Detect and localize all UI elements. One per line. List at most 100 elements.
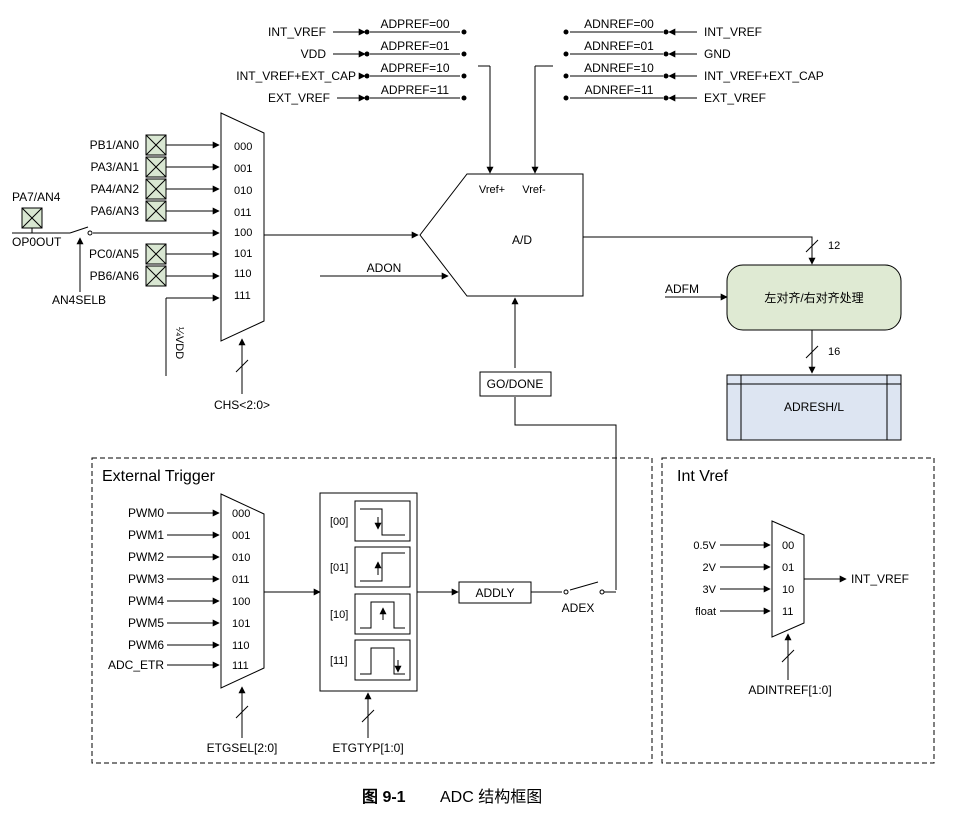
- int-vref-title: Int Vref: [677, 468, 729, 485]
- external-trigger-frame: [91, 457, 653, 764]
- adnref-dots: [563, 29, 669, 101]
- svg-text:010: 010: [232, 552, 250, 564]
- vref-minus-label: Vref-: [522, 184, 546, 196]
- svg-text:100: 100: [232, 596, 250, 608]
- go-done-box: [479, 371, 552, 397]
- svg-text:100: 100: [234, 227, 252, 239]
- trigger-mux-inputs: PWM0 PWM1 PWM2 PWM3 PWM4 PWM5 PWM6 ADC_E…: [108, 506, 164, 672]
- svg-text:10: 10: [782, 584, 794, 596]
- pa7-label: PA7/AN4: [12, 190, 61, 204]
- svg-text:[11]: [11]: [330, 655, 348, 667]
- adpref-code-label: ADPREF=10: [380, 61, 449, 75]
- adex-label: ADEX: [562, 601, 595, 615]
- svg-text:ADC_ETR: ADC_ETR: [108, 658, 164, 672]
- svg-text:[01]: [01]: [330, 562, 348, 574]
- result-register: ADRESH/L: [726, 374, 902, 441]
- channel-mux-inputs: [12, 141, 449, 394]
- adpref-input-label: VDD: [301, 47, 327, 61]
- pin-label: PC0/AN5: [89, 247, 139, 261]
- adpref-input-label: INT_VREF: [268, 25, 326, 39]
- svg-text:PWM6: PWM6: [128, 638, 164, 652]
- svg-text:2V: 2V: [703, 562, 717, 574]
- svg-text:000: 000: [234, 141, 252, 153]
- svg-text:PWM1: PWM1: [128, 528, 164, 542]
- adpref-selector: [333, 28, 494, 174]
- svg-text:111: 111: [234, 290, 251, 302]
- vref-plus-label: Vref+: [479, 184, 505, 196]
- svg-text:110: 110: [232, 640, 250, 652]
- adpref-input-label: EXT_VREF: [268, 91, 330, 105]
- svg-text:[00]: [00]: [330, 516, 348, 528]
- pin-pad-an2: [145, 178, 167, 200]
- svg-text:PWM5: PWM5: [128, 616, 164, 630]
- svg-text:110: 110: [234, 268, 252, 280]
- svg-text:0.5V: 0.5V: [693, 540, 716, 552]
- trigger-mux: [220, 493, 265, 689]
- svg-text:01: 01: [782, 562, 794, 574]
- op0out-label: OP0OUT: [12, 235, 62, 249]
- adnref-code-label: ADNREF=01: [584, 39, 654, 53]
- addly-box: [458, 581, 532, 604]
- svg-text:[10]: [10]: [330, 609, 348, 621]
- adnref-code-label: ADNREF=10: [584, 61, 654, 75]
- edge-type-codes: [00] [01] [10] [11]: [330, 516, 348, 667]
- an4selb-label: AN4SELB: [52, 293, 106, 307]
- pin-label: PB6/AN6: [90, 269, 140, 283]
- svg-text:11: 11: [782, 606, 793, 618]
- svg-text:011: 011: [234, 207, 252, 219]
- adfm-label: ADFM: [665, 282, 699, 296]
- pin-label: PA4/AN2: [91, 182, 140, 196]
- external-trigger-title: External Trigger: [102, 468, 216, 485]
- svg-text:001: 001: [232, 530, 250, 542]
- svg-text:3V: 3V: [703, 584, 717, 596]
- adnref-code-label: ADNREF=00: [584, 17, 654, 31]
- svg-text:00: 00: [782, 540, 794, 552]
- go-done-label: GO/DONE: [487, 377, 544, 391]
- adnref-input-label: INT_VREF+EXT_CAP: [704, 69, 824, 83]
- edge-type-selector: [319, 492, 418, 692]
- bus-width-12-label: 12: [828, 240, 840, 252]
- pin-pad-an6: [145, 265, 167, 287]
- svg-text:PWM3: PWM3: [128, 572, 164, 586]
- int-vref-output-label: INT_VREF: [851, 572, 909, 586]
- svg-text:PWM4: PWM4: [128, 594, 164, 608]
- pin-pad-an4: [21, 207, 43, 229]
- pin-label: PB1/AN0: [90, 138, 140, 152]
- etgtyp-label: ETGTYP[1:0]: [332, 741, 403, 755]
- svg-text:001: 001: [234, 163, 252, 175]
- adc-label: A/D: [512, 233, 532, 247]
- figure-title: ADC 结构框图: [440, 788, 542, 806]
- svg-text:101: 101: [232, 618, 250, 630]
- pin-label: PA6/AN3: [91, 204, 140, 218]
- etgsel-label: ETGSEL[2:0]: [207, 741, 278, 755]
- chs-label: CHS<2:0>: [214, 398, 270, 412]
- trigger-wires: [167, 509, 599, 738]
- svg-text:101: 101: [234, 248, 252, 260]
- svg-text:PWM2: PWM2: [128, 550, 164, 564]
- bus-width-16-label: 16: [828, 346, 840, 358]
- adnref-input-label: INT_VREF: [704, 25, 762, 39]
- int-vref-mux: [771, 520, 805, 638]
- pin-label: PA3/AN1: [91, 160, 140, 174]
- pin-pad-an1: [145, 156, 167, 178]
- adnref-input-label: GND: [704, 47, 731, 61]
- adpref-input-label: INT_VREF+EXT_CAP: [236, 69, 356, 83]
- svg-text:010: 010: [234, 185, 252, 197]
- adpref-dots: [364, 29, 467, 101]
- svg-text:111: 111: [232, 660, 249, 672]
- int-vref-wires: [720, 541, 847, 680]
- adpref-code-label: ADPREF=00: [380, 17, 449, 31]
- channel-mux: [220, 112, 265, 342]
- svg-text:011: 011: [232, 574, 250, 586]
- adintref-label: ADINTREF[1:0]: [748, 683, 831, 697]
- int-vref-frame: [661, 457, 935, 764]
- figure-number: 图 9-1: [362, 788, 406, 806]
- channel-mux-codes: 000 001 010 011 100 101 110 111: [234, 141, 252, 302]
- pin-pad-an3: [145, 200, 167, 222]
- pin-pad-an5: [145, 243, 167, 265]
- trigger-mux-codes: 000 001 010 011 100 101 110 111: [232, 508, 250, 672]
- adc-converter: [419, 173, 584, 297]
- result-register-label: ADRESH/L: [784, 400, 844, 414]
- align-block: [726, 264, 902, 331]
